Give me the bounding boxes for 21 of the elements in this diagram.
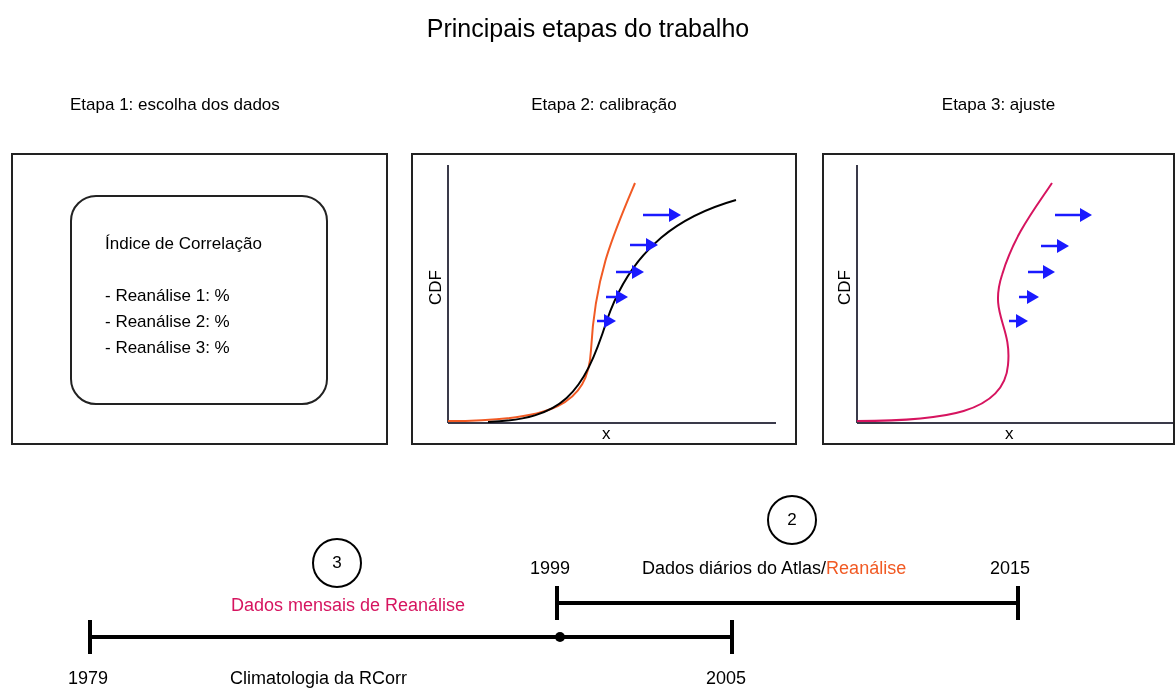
list-item: - Reanálise 3: %	[105, 337, 231, 359]
timeline-label: Climatologia da RCorr	[230, 667, 408, 688]
list-item: - Reanálise 2: %	[105, 311, 231, 333]
timeline-label: 1999	[530, 557, 571, 580]
panel-heading: Etapa 3: ajuste	[941, 94, 1056, 116]
timeline-label: 2015	[990, 557, 1031, 580]
diagram-title: Principais etapas do trabalho	[425, 13, 751, 44]
axis-label: CDF	[427, 270, 444, 305]
timeline-label: Reanálise	[826, 557, 907, 580]
timeline-label: Dados diários do Atlas/	[642, 557, 827, 580]
panel-heading: Etapa 1: escolha dos dados	[70, 94, 280, 116]
axis-label: x	[602, 425, 611, 442]
list-item: - Reanálise 1: %	[105, 285, 231, 307]
timeline-label: Dados mensais de Reanálise	[231, 594, 466, 617]
box-title: Índice de Correlação	[105, 233, 263, 255]
panel-heading: Etapa 2: calibração	[531, 94, 677, 116]
info-box	[70, 195, 328, 405]
axis-label: CDF	[836, 270, 853, 305]
axis-label: x	[1005, 425, 1014, 442]
timeline-label: 1979	[68, 667, 109, 688]
timeline-label: 2005	[706, 667, 747, 688]
